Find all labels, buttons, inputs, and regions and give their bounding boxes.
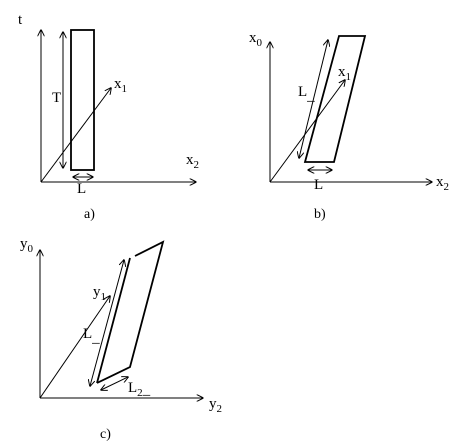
L-side-label: L_ bbox=[83, 326, 100, 346]
L-side-dimension-arrow bbox=[299, 40, 328, 158]
worldtube-rectangle bbox=[70, 29, 95, 171]
boosted-worldtube-left-edge bbox=[96, 257, 131, 384]
T-label: T bbox=[52, 90, 61, 106]
t-axis-label: t bbox=[18, 12, 23, 28]
y0-axis-label: y0 bbox=[20, 236, 34, 255]
L2-dimension-arrow bbox=[101, 377, 128, 390]
x0-axis-label: x0 bbox=[249, 30, 263, 49]
x1-axis-label: x1 bbox=[338, 64, 351, 83]
y2-axis-label: y2 bbox=[209, 396, 222, 415]
x1-axis bbox=[40, 88, 111, 183]
panel-c: y0 y1 y2 L_ L2_ c) bbox=[20, 236, 222, 442]
x1-axis-label: x1 bbox=[114, 76, 127, 95]
x2-axis-label: x2 bbox=[436, 174, 449, 193]
L-bottom-label: L bbox=[314, 177, 323, 193]
L-label: L bbox=[77, 181, 86, 197]
L-side-label: L_ bbox=[298, 84, 315, 104]
L-side-dimension-arrow bbox=[90, 260, 124, 386]
caption-a: a) bbox=[84, 207, 95, 222]
boosted-worldtube-right-edge bbox=[96, 240, 165, 384]
x2-axis-label: x2 bbox=[186, 152, 199, 171]
caption-c: c) bbox=[100, 427, 111, 442]
caption-b: b) bbox=[314, 207, 326, 222]
y1-axis-label: y1 bbox=[93, 284, 106, 303]
L2-label: L2_ bbox=[128, 380, 151, 399]
panel-a: t T x1 x2 L a) bbox=[18, 12, 199, 222]
panel-b: x0 x1 x2 L_ L b) bbox=[249, 30, 449, 222]
